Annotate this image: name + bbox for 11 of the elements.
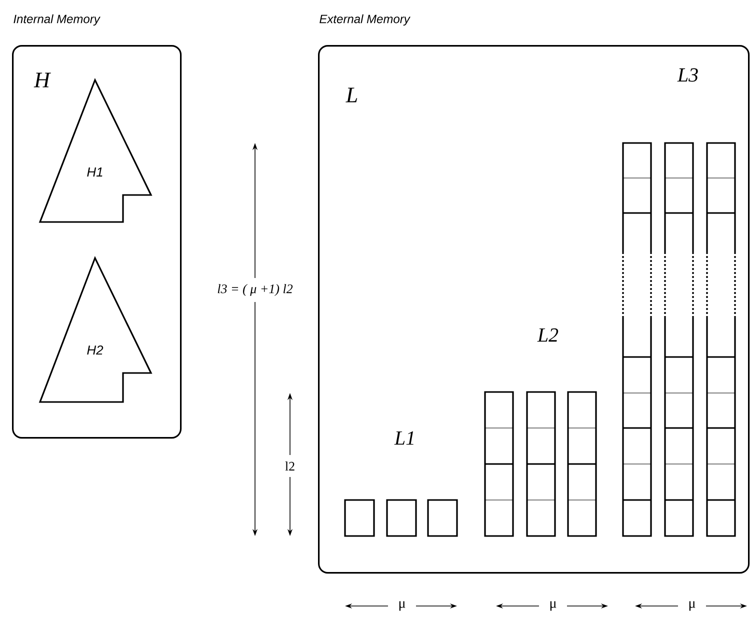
dimension-label: l3 = ( μ +1) l2	[218, 284, 293, 296]
panel-letter: L	[346, 88, 358, 102]
dimension-label: μ	[689, 601, 696, 611]
dimension-label: μ	[399, 601, 406, 611]
panel-heading: External Memory	[320, 14, 410, 26]
level-label: L3	[677, 68, 698, 82]
panel-heading: Internal Memory	[14, 14, 100, 26]
dimension-label: μ	[550, 601, 556, 611]
dimension-label: l2	[285, 462, 294, 471]
level-label: L2	[537, 328, 558, 342]
level-label: L1	[394, 431, 414, 445]
